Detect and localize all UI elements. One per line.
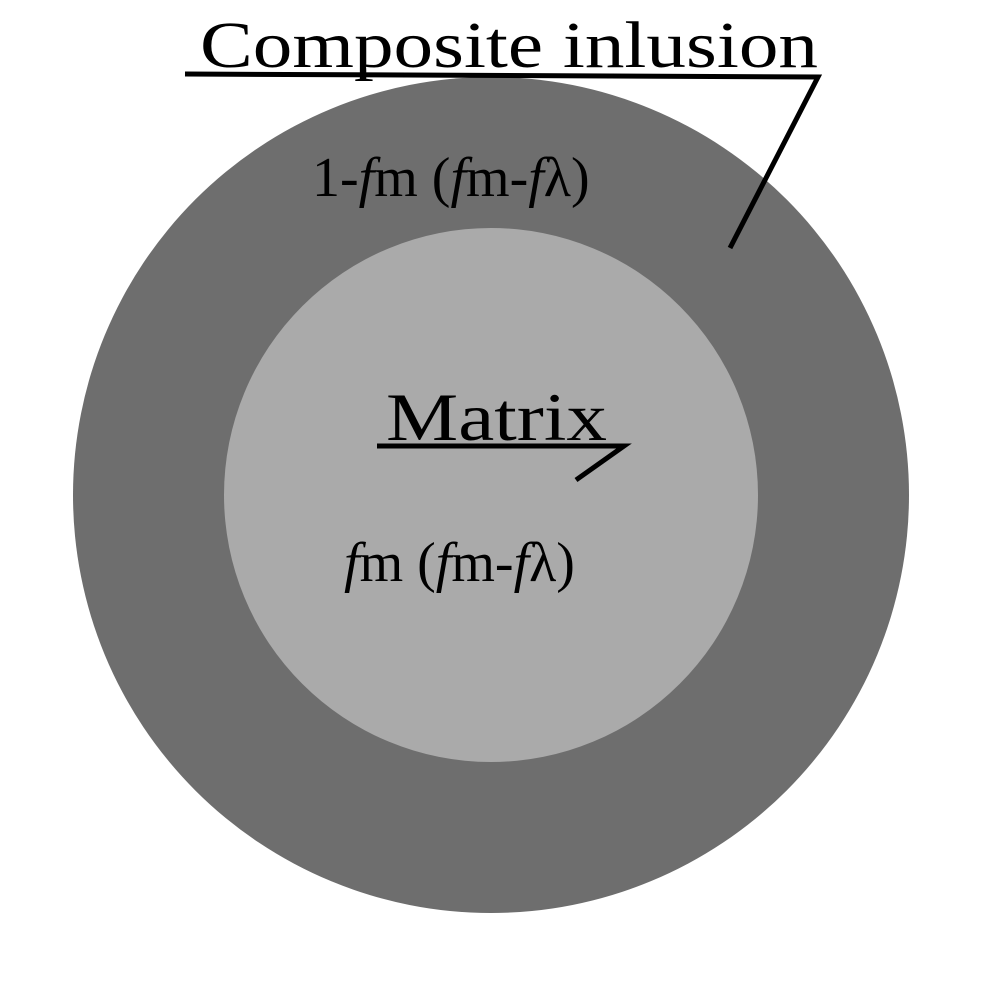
composite-inclusion-leader-line bbox=[184, 71, 823, 250]
matrix-fraction-formula: fm (fm-fλ) bbox=[344, 532, 575, 594]
matrix-core bbox=[224, 228, 758, 762]
composite-inclusion-fraction-formula: 1-fm (fm-fλ) bbox=[312, 147, 590, 209]
composite-inclusion-label: Composite inlusion bbox=[200, 9, 818, 82]
matrix-label: Matrix bbox=[386, 379, 607, 455]
matrix-leader-line bbox=[377, 443, 632, 483]
